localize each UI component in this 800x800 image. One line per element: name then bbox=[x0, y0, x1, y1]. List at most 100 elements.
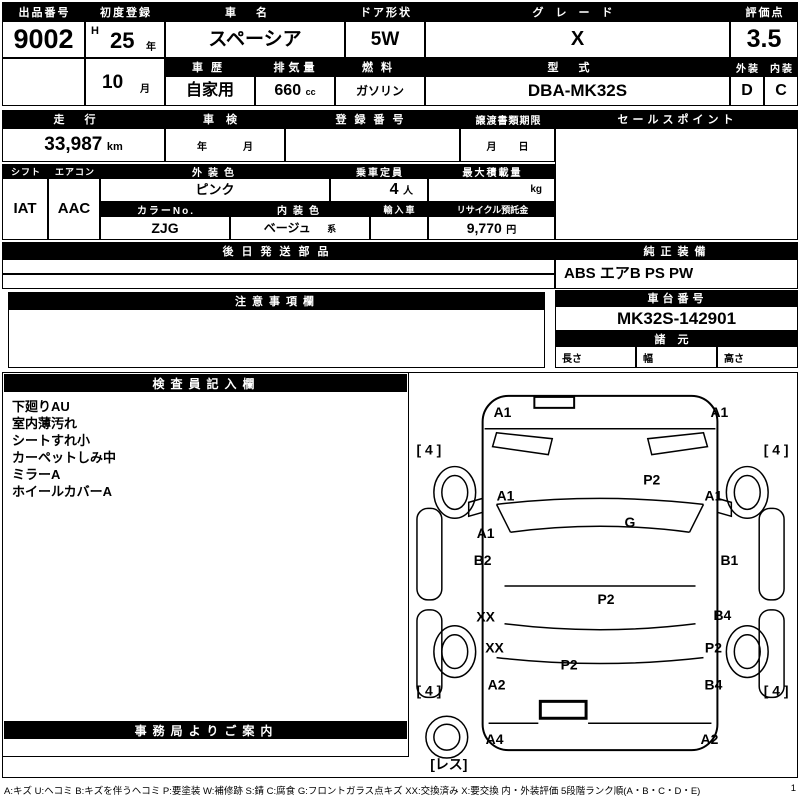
dimension-length-cell: 長さ bbox=[555, 346, 636, 368]
damage-code: B1 bbox=[720, 552, 738, 568]
damage-code: [ 4 ] bbox=[764, 682, 789, 698]
chassis-value: MK32S-142901 bbox=[555, 306, 798, 331]
dimension-height-cell: 高さ bbox=[717, 346, 798, 368]
damage-code: [ 4 ] bbox=[417, 442, 442, 458]
capacity-value: 4 人 bbox=[330, 178, 428, 202]
fuel-value: ガソリン bbox=[335, 76, 425, 106]
sales-point-value bbox=[555, 128, 798, 240]
transfer-deadline-value: 月 日 bbox=[460, 128, 555, 162]
mirror-right bbox=[716, 497, 733, 518]
aircon-label: エアコン bbox=[48, 164, 100, 178]
inspector-note: カーペットしみ中 bbox=[12, 450, 117, 465]
rear-window-bottom bbox=[496, 656, 704, 665]
car-name-value: スペーシア bbox=[165, 21, 345, 58]
auction-no-value: 9002 bbox=[2, 21, 85, 58]
damage-code: [ 4 ] bbox=[764, 442, 789, 458]
a-pillar-left bbox=[495, 504, 512, 533]
side-panel-front-right bbox=[758, 507, 785, 601]
rear-plate bbox=[538, 699, 588, 720]
grade-value: X bbox=[425, 21, 730, 58]
damage-code: B4 bbox=[705, 676, 723, 692]
max-load-label: 最大積載量 bbox=[428, 164, 555, 179]
wheel-rear-right-rim bbox=[733, 633, 761, 670]
damage-code: P2 bbox=[643, 471, 660, 487]
damage-code: B2 bbox=[474, 552, 492, 568]
first-reg-month-cell: 10 月 bbox=[85, 58, 165, 106]
inspector-panel bbox=[2, 372, 409, 757]
displacement-label: 排気量 bbox=[255, 58, 335, 76]
capacity-number: 4 bbox=[389, 181, 399, 198]
mirror-left bbox=[467, 497, 484, 518]
legend-text: A:キズ U:ヘコミ B:キズを伴うヘコミ P:要塗装 W:補修跡 S:錆 C:… bbox=[4, 786, 701, 797]
inspector-note: 下廻りAU bbox=[12, 399, 70, 414]
color-no-label: カラーNo. bbox=[100, 202, 230, 217]
displacement-unit: cc bbox=[305, 87, 316, 97]
ext-color-label: 外装色 bbox=[100, 164, 330, 179]
int-color-suffix: 系 bbox=[327, 224, 337, 234]
wheel-front-right-rim bbox=[733, 474, 761, 511]
damage-code: A1 bbox=[705, 487, 723, 503]
windshield-top bbox=[496, 497, 704, 506]
first-reg-month: 10 bbox=[102, 72, 124, 93]
windshield-bottom bbox=[510, 525, 690, 533]
transfer-day-unit: 日 bbox=[518, 141, 529, 153]
first-reg-month-unit: 月 bbox=[140, 84, 150, 95]
wheel-rear-right bbox=[725, 624, 769, 679]
headlight-left bbox=[491, 431, 554, 456]
car-body-outline bbox=[481, 394, 719, 752]
damage-code: A1 bbox=[477, 525, 495, 541]
damage-code: A1 bbox=[711, 404, 729, 420]
exterior-grade-value: D bbox=[730, 76, 764, 106]
spare-tire bbox=[425, 715, 469, 759]
first-reg-year-cell: H 25 年 bbox=[85, 21, 165, 58]
side-panel-rear-right bbox=[758, 609, 785, 699]
first-reg-label: 初度登録 bbox=[85, 2, 165, 21]
rear-window-top bbox=[504, 623, 696, 631]
legend-row: A:キズ U:ヘコミ B:キズを伴うヘコミ P:要塗装 W:補修跡 S:錆 C:… bbox=[4, 783, 796, 797]
page-number: 1 bbox=[790, 783, 796, 794]
model-code-label: 型式 bbox=[425, 58, 730, 76]
inspector-notes: 下廻りAU 室内薄汚れ シートすれ小 カーペットしみ中 ミラーA ホイールカバー… bbox=[12, 398, 402, 500]
int-color-name: ベージュ bbox=[263, 221, 311, 235]
inspector-note: シートすれ小 bbox=[12, 433, 91, 448]
displacement-value: 660 cc bbox=[255, 76, 335, 106]
damage-code: A2 bbox=[488, 676, 506, 692]
chassis-label: 車台番号 bbox=[555, 290, 798, 306]
notice-body bbox=[8, 309, 545, 368]
recycle-value: 9,770 円 bbox=[428, 216, 555, 240]
transfer-month-unit: 月 bbox=[486, 141, 497, 153]
reg-no-value bbox=[285, 128, 460, 162]
ext-color-value: ピンク bbox=[100, 178, 330, 202]
inspector-note: ホイールカバーA bbox=[12, 484, 112, 499]
wheel-front-left bbox=[433, 465, 477, 520]
inspector-note: ミラーA bbox=[12, 467, 61, 482]
mileage-unit: km bbox=[106, 141, 123, 153]
damage-code: P2 bbox=[705, 640, 722, 656]
aircon-value: AAC bbox=[48, 178, 100, 240]
wheel-front-right bbox=[725, 465, 769, 520]
side-panel-front-left bbox=[416, 507, 443, 601]
damage-code: XX bbox=[476, 609, 495, 625]
inspector-note: 室内薄汚れ bbox=[12, 416, 78, 431]
transfer-deadline-label: 譲渡書類期限 bbox=[460, 110, 555, 128]
damage-code: P2 bbox=[561, 657, 578, 673]
width-label: 幅 bbox=[643, 353, 653, 365]
dimension-width-cell: 幅 bbox=[636, 346, 717, 368]
max-load-value: kg bbox=[428, 178, 555, 202]
fuel-label: 燃料 bbox=[335, 58, 425, 76]
door-shape-value: 5W bbox=[345, 21, 425, 58]
inspector-label: 検査員記入欄 bbox=[4, 374, 407, 392]
office-label: 事務局よりご案内 bbox=[4, 721, 407, 739]
capacity-label: 乗車定員 bbox=[330, 164, 428, 179]
damage-code: A2 bbox=[701, 731, 719, 747]
empty-cell bbox=[2, 58, 85, 106]
genuine-equipment-label: 純正装備 bbox=[555, 242, 798, 259]
interior-grade-label: 内装 bbox=[764, 58, 798, 76]
shift-label: シフト bbox=[2, 164, 48, 178]
model-code-value: DBA-MK32S bbox=[425, 76, 730, 106]
history-label: 車歴 bbox=[165, 58, 255, 76]
shift-value: IAT bbox=[2, 178, 48, 240]
mileage-label: 走行 bbox=[2, 110, 165, 128]
